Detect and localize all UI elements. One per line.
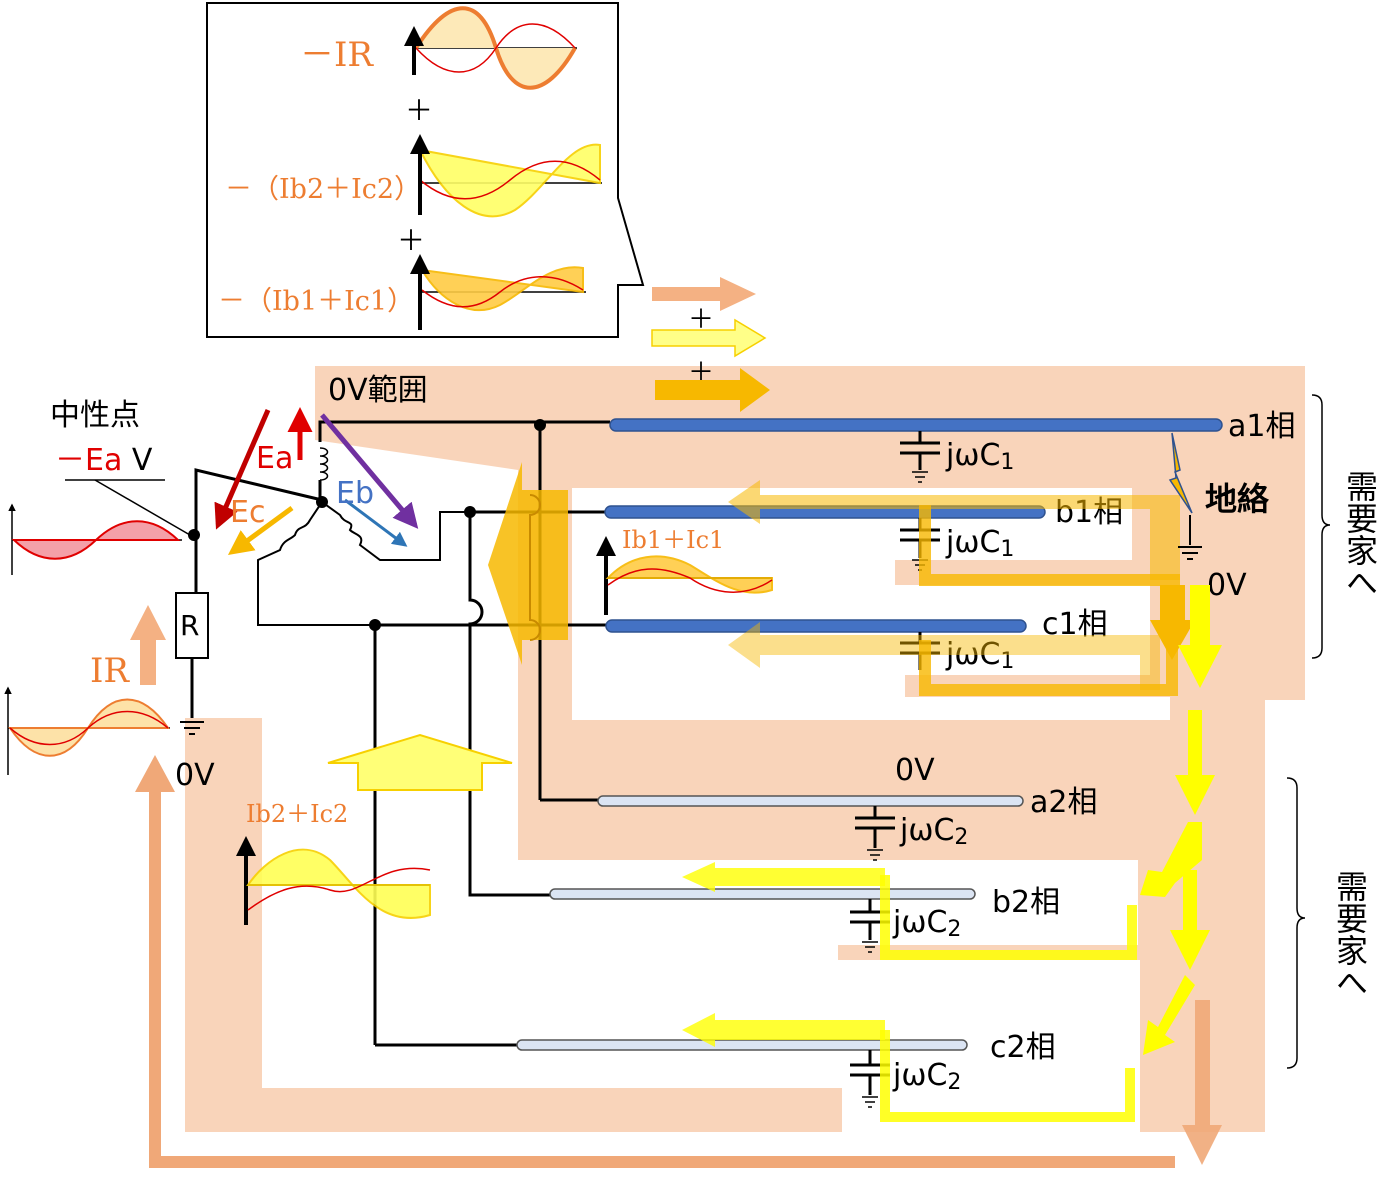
capacitor-c2-label-c: jωC2 — [892, 1058, 961, 1095]
zero-volt-region — [185, 366, 1305, 1132]
capacitor-c1-label-c: jωC1 — [945, 637, 1014, 674]
a2-label: a2相 — [1030, 785, 1097, 820]
c2-line — [516, 1039, 968, 1051]
orange-return-path — [149, 790, 1175, 1168]
zero-v-a2-label: 0V — [895, 753, 935, 788]
customer-2-label: 需要家へ — [1331, 870, 1369, 998]
resistor-label: R — [180, 609, 199, 642]
ec-label: Ec — [230, 495, 265, 530]
feeder-1: a1相 b1相 c1相 jωC1 jωC1 jωC1 地絡 0V Ib1＋Ic — [596, 409, 1295, 696]
customer-braces — [1286, 394, 1331, 1069]
c1-label: c1相 — [1042, 607, 1108, 642]
feeder-2: 0V a2相 b2相 c2相 jωC2 jωC2 jωC2 Ib2＋Ic2 — [236, 753, 1137, 1122]
zero-v-fault-label: 0V — [1207, 568, 1247, 603]
a1-label: a1相 — [1228, 409, 1295, 444]
capacitor-c1-label-b: jωC1 — [945, 525, 1014, 562]
ib1-ic1-label: Ib1＋Ic1 — [622, 526, 724, 554]
minus-ib1-ic1-label: －（Ib1＋Ic1） — [218, 286, 414, 317]
capacitor-c2-label-b: jωC2 — [892, 905, 961, 942]
generator-source: 0V範囲 中性点 －Ea V R 0V Ea Eb Ec — [4, 373, 540, 793]
zero-v-range-label: 0V範囲 — [328, 373, 428, 408]
b2-label: b2相 — [992, 885, 1060, 920]
gold-current-arrow — [488, 462, 568, 665]
a1-line — [609, 418, 1223, 432]
summation-arrows: ＋ ＋ — [651, 277, 770, 412]
a2-line — [597, 795, 1024, 807]
minus-ib2-ic2-label: －（Ib2＋Ic2） — [225, 174, 421, 205]
capacitor-c2-label-a: jωC2 — [899, 813, 968, 850]
yellow-up-arrow — [327, 733, 513, 791]
current-sum-inset: －IR ＋ －（Ib2＋Ic2） ＋ －（Ib1＋Ic1） — [206, 2, 645, 338]
b2-line — [549, 888, 976, 900]
neutral-point-label: 中性点 — [50, 398, 140, 433]
ground-fault-bolt — [1168, 432, 1193, 514]
ib2-ic2-label: Ib2＋Ic2 — [246, 800, 348, 828]
eb-label: Eb — [336, 476, 374, 511]
inset-plus-2: ＋ — [397, 224, 425, 257]
capacitor-c1-label-a: jωC1 — [945, 438, 1014, 475]
downward-current-arrows — [1140, 585, 1222, 1055]
ir-label: IR — [90, 651, 130, 691]
orange-down-arrow — [1182, 1000, 1222, 1165]
zero-v-left-label: 0V — [175, 758, 215, 793]
c1-line — [605, 619, 1027, 633]
ea-label: Ea — [256, 441, 293, 476]
customer-1-label: 需要家へ — [1341, 470, 1379, 598]
inset-plus-1: ＋ — [405, 94, 433, 127]
minus-ir-label: －IR — [300, 35, 374, 75]
ground-fault-label: 地絡 — [1205, 480, 1270, 518]
c2-label: c2相 — [990, 1030, 1056, 1065]
minus-ea-v-label: －Ea V — [55, 443, 153, 478]
